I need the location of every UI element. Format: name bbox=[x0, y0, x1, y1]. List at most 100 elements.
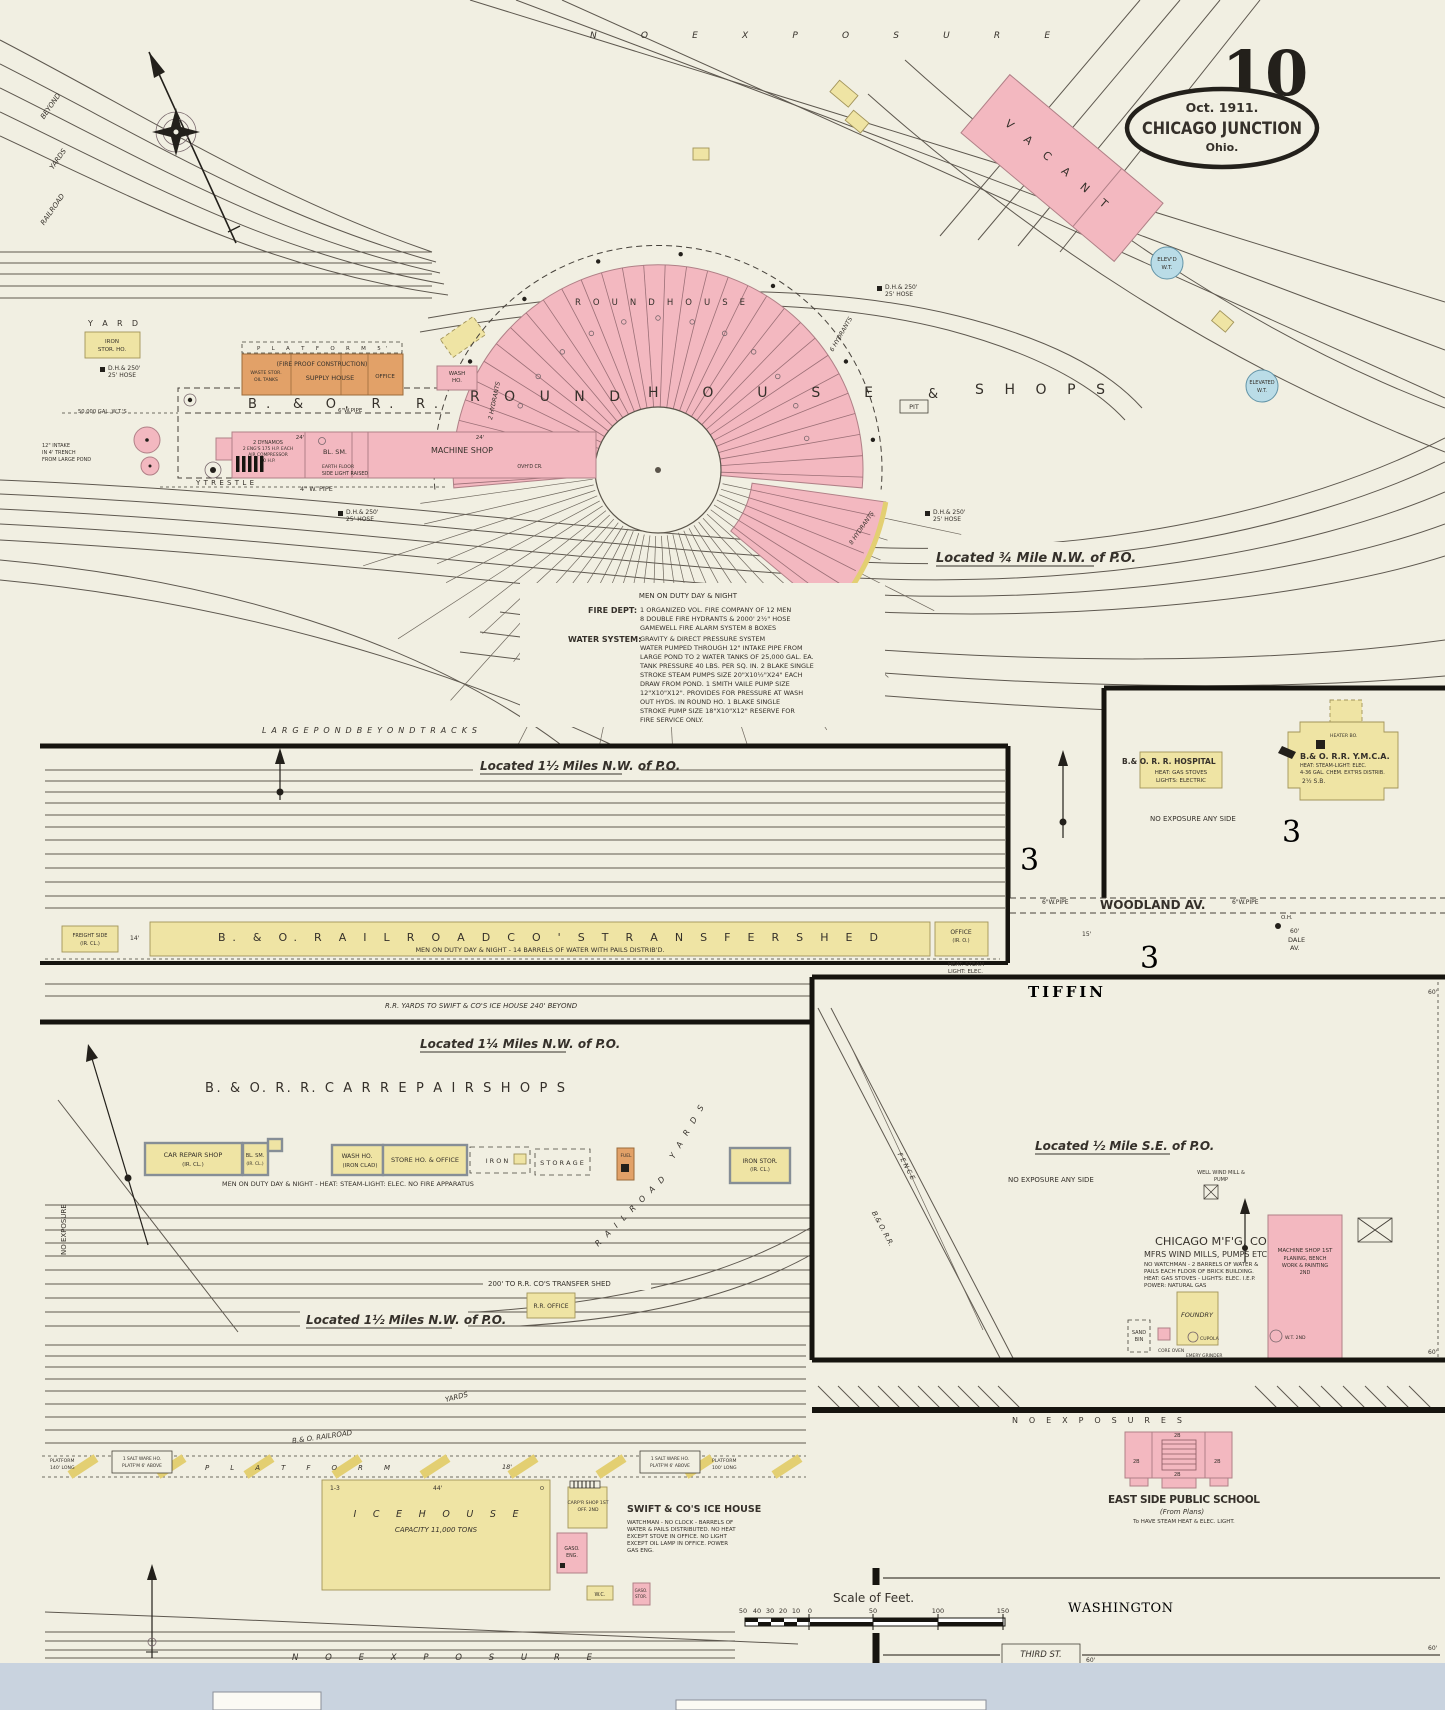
wash-house-label2: HO. bbox=[452, 378, 462, 384]
located-repair-label: Located 1¼ Miles N.W. of P.O. bbox=[420, 1037, 620, 1051]
store-house-office-building bbox=[381, 1143, 469, 1177]
fire-dept-line: 1 ORGANIZED VOL. FIRE COMPANY OF 12 MEN bbox=[640, 606, 791, 614]
sand-bin-label1: SAND bbox=[1132, 1330, 1146, 1336]
tiffin-panel: T I F F I N F E N C E B.& O. R.R. Locate… bbox=[809, 974, 1445, 1360]
blacksmith-label: BL. SM. bbox=[323, 448, 347, 456]
ymca-building bbox=[1287, 721, 1399, 801]
water-system-line: LARGE POND TO 2 WATER TANKS OF 25,000 GA… bbox=[640, 653, 814, 661]
emery-grinder-label: EMERY GRINDER bbox=[1186, 1353, 1222, 1359]
water-system-line: STROKE STEAM PUMPS SIZE 20"X10½"X24" EAC… bbox=[640, 671, 803, 679]
located-roundhouse-label: Located ¾ Mile N.W. of P.O. bbox=[936, 551, 1136, 566]
no-exposure-any-side-label: NO EXPOSURE ANY SIDE bbox=[1008, 1176, 1094, 1184]
pipe-note: 6"W.PIPE bbox=[1232, 899, 1259, 906]
transfer-shed-note: MEN ON DUTY DAY & NIGHT - 14 BARRELS OF … bbox=[415, 946, 664, 954]
machine-shop-label2: PLANING, BENCH bbox=[1284, 1256, 1327, 1262]
salt-warehouse-label1: 1 SALT WARE HO. bbox=[651, 1456, 689, 1462]
located-tiffin-label: Located ½ Mile S.E. of P.O. bbox=[1035, 1139, 1214, 1153]
machine-shop-label1: MACHINE SHOP 1ST bbox=[1278, 1248, 1333, 1254]
dynamo-note-2: 2 ENG'S 175 H.P. EACH bbox=[243, 446, 293, 452]
north-arrow-car-panel bbox=[86, 1044, 98, 1062]
north-arrow-tiffin bbox=[1240, 1198, 1250, 1214]
oh-label: O.H. bbox=[1281, 915, 1293, 921]
tank-capacity-label: 50,000 GAL. W.T.'S bbox=[78, 409, 127, 415]
fuel-label: FUEL bbox=[621, 1153, 633, 1159]
iron-stor-label2: STOR. HO. bbox=[98, 347, 127, 353]
compass-needle-arrowhead bbox=[149, 52, 165, 78]
hospital-note2: LIGHTS: ELECTRIC bbox=[1156, 778, 1206, 784]
dh-note-text: 25' HOSE bbox=[108, 372, 136, 379]
water-system-line: OUT HYDS. IN ROUND HO. 1 BLAKE SINGLE bbox=[640, 698, 780, 706]
wash-house-label: WASH HO. bbox=[342, 1153, 373, 1160]
pipe4-label: 4" W. PIPE bbox=[300, 485, 333, 493]
machine-shop-label3: WORK & PAINTING bbox=[1282, 1263, 1328, 1269]
ymca-label: B.& O. R.R. Y.M.C.A. bbox=[1300, 752, 1390, 761]
transfer-office-note2: LIGHT: ELEC. bbox=[948, 969, 983, 975]
water-system-line: WATER PUMPED THROUGH 12" INTAKE PIPE FRO… bbox=[640, 644, 803, 652]
banner-ampersand: & bbox=[928, 387, 938, 402]
blacksmith-label2: (IR. CL.) bbox=[246, 1161, 264, 1167]
dim-1-3: 1-3 bbox=[330, 1485, 340, 1492]
water-system-line: STROKE PUMP SIZE 18"X10"X12" RESERVE FOR bbox=[640, 707, 795, 715]
waste-stor-label-1: WASTE STOR. bbox=[250, 370, 281, 376]
wc-label: W.C. bbox=[594, 1592, 605, 1598]
men-on-duty-note: MEN ON DUTY DAY & NIGHT bbox=[639, 592, 738, 600]
iron-store-building bbox=[728, 1146, 792, 1185]
machine-shop-label: MACHINE SHOP bbox=[431, 446, 493, 455]
tiffin-street-label: T I F F I N bbox=[1028, 983, 1103, 1001]
transfer-office-label2: (IR. O.) bbox=[952, 938, 969, 944]
machine-shop-label4: 2ND bbox=[1300, 1270, 1311, 1276]
dim-60: 60' bbox=[1428, 1349, 1438, 1356]
chicago-mfg-note: PAILS EACH FLOOR OF BRICK BUILDING. bbox=[1144, 1269, 1254, 1275]
storey-label: 2B bbox=[1174, 1433, 1181, 1439]
scale-tick: 50 bbox=[869, 1607, 877, 1615]
salt-warehouse-box-left bbox=[111, 1450, 173, 1474]
wash-house-building bbox=[436, 365, 478, 391]
iron-store-label: IRON STOR. bbox=[742, 1158, 777, 1165]
elevated-tank2-label-2: W.T. bbox=[1257, 388, 1267, 394]
salt-warehouse-box-right bbox=[639, 1450, 701, 1474]
water-tank-2nd-label: W.T. 2ND bbox=[1285, 1335, 1306, 1341]
platform140-label1: PLATFORM bbox=[50, 1458, 74, 1464]
water-system-line: FIRE SERVICE ONLY. bbox=[640, 716, 703, 724]
swift-note: EXCEPT STOVE IN OFFICE. NO LIGHT bbox=[627, 1534, 728, 1540]
stamp-city: CHICAGO JUNCTION bbox=[1142, 119, 1302, 138]
freight-side-label: FREIGHT SIDE bbox=[73, 933, 108, 939]
dale-av-label1: DALE bbox=[1288, 936, 1305, 944]
roundhouse-stall-lines bbox=[453, 265, 863, 485]
storey-label: 2B bbox=[1174, 1472, 1181, 1478]
scale-tick: 100 bbox=[932, 1607, 944, 1615]
fire-dept-label: FIRE DEPT: bbox=[588, 606, 637, 615]
school-name-label: EAST SIDE PUBLIC SCHOOL bbox=[1108, 1494, 1260, 1506]
car-repair-shop-label2: (IR. CL.) bbox=[182, 1162, 204, 1168]
blacksmith-label: BL. SM. bbox=[246, 1153, 265, 1159]
dynamo-note-1: 2 DYNAMOS bbox=[253, 440, 283, 446]
rail-hatch-lines bbox=[817, 1385, 1432, 1409]
chicago-mfg-note: NO WATCHMAN - 2 BARRELS OF WATER & bbox=[1144, 1262, 1259, 1268]
pit-box bbox=[899, 399, 929, 414]
chicago-mfg-note: HEAT: GAS STOVES - LIGHTS: ELEC. I.E.P. bbox=[1144, 1276, 1256, 1282]
cupola-label: CUPOLA bbox=[1200, 1336, 1220, 1342]
water-system-line: GRAVITY & DIRECT PRESSURE SYSTEM bbox=[640, 635, 765, 643]
wash-house-label: WASH bbox=[449, 371, 466, 377]
gas-engine-label2: ENG. bbox=[566, 1553, 578, 1559]
dynamo-note-3: AIR COMPRESSOR bbox=[248, 452, 288, 458]
dim-14: 14' bbox=[130, 935, 140, 942]
carpenter-shop-building bbox=[567, 1486, 608, 1529]
block-number: 3 bbox=[1282, 815, 1301, 850]
transfer-shed-panel: Located 1½ Miles N.W. of P.O. B. & O. R … bbox=[40, 743, 1011, 975]
banner-title: R O U N D H O U S E & S H O P S bbox=[470, 382, 1105, 405]
scale-title: Scale of Feet. bbox=[833, 1591, 914, 1605]
pipe6-label: 6"W.PIPE bbox=[338, 408, 363, 414]
from-plans-label: (From Plans) bbox=[1160, 1508, 1205, 1516]
scale-tick: 50 bbox=[739, 1607, 747, 1615]
chicago-mfg-note: POWER: NATURAL GAS bbox=[1144, 1283, 1207, 1289]
dh-note-text: D.H.& 250' bbox=[108, 365, 141, 372]
dim-60: 60' bbox=[1086, 1657, 1096, 1664]
swift-note: EXCEPT OIL LAMP IN OFFICE. POWER bbox=[627, 1541, 728, 1547]
side-light-label: SIDE LIGHT RAISED bbox=[322, 471, 368, 477]
office-label: OFFICE bbox=[375, 374, 395, 380]
dim-60: 60' bbox=[1428, 989, 1438, 996]
dh-note-text: D.H.& 250' bbox=[346, 509, 379, 516]
yards-to-icehouse-note: R.R. YARDS TO SWIFT & CO'S ICE HOUSE 240… bbox=[385, 1002, 578, 1010]
